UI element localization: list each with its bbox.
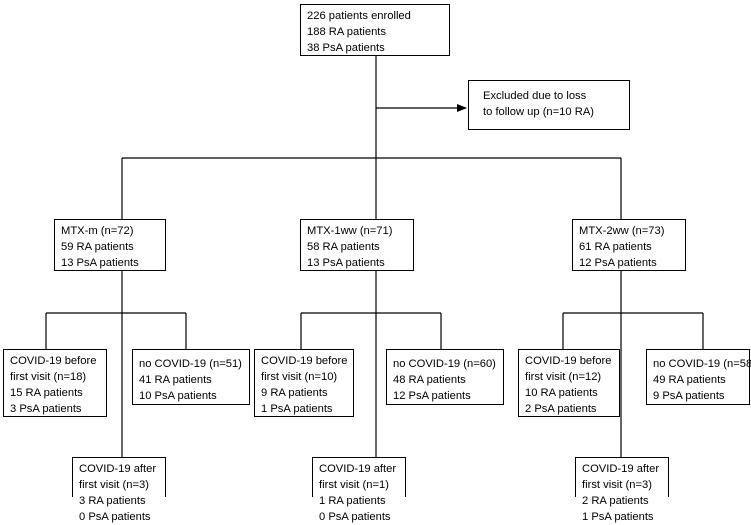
no-covid-line: no COVID-19 (n=58) bbox=[653, 358, 751, 370]
no-covid-line: 49 RA patients bbox=[653, 374, 726, 386]
group-header-box: MTX-1ww (n=71) 58 RA patients 13 PsA pat… bbox=[300, 219, 414, 271]
covid-after-line: first visit (n=1) bbox=[319, 479, 389, 491]
no-covid-line: 12 PsA patients bbox=[393, 390, 471, 402]
group-header-line: 59 RA patients bbox=[61, 241, 134, 253]
covid-after-line: first visit (n=3) bbox=[582, 479, 652, 491]
excluded-line-2: to follow up (n=10 RA) bbox=[483, 106, 595, 118]
enrolled-line-2: 188 RA patients bbox=[307, 26, 386, 38]
covid-after-line: COVID-19 after bbox=[79, 463, 157, 475]
covid-after-line: COVID-19 after bbox=[319, 463, 397, 475]
excluded-box: Excluded due to loss to follow up (n=10 … bbox=[468, 80, 630, 130]
covid-before-line: 9 RA patients bbox=[261, 387, 328, 399]
covid-before-line: 1 PsA patients bbox=[261, 403, 333, 415]
no-covid-line: 9 PsA patients bbox=[653, 390, 725, 402]
enrolled-box: 226 patients enrolled 188 RA patients 38… bbox=[300, 4, 450, 56]
no-covid-line: no COVID-19 (n=51) bbox=[139, 358, 242, 370]
covid-before-line: COVID-19 before bbox=[525, 355, 612, 367]
covid-before-line: first visit (n=18) bbox=[10, 371, 87, 383]
group-header-line: 13 PsA patients bbox=[61, 257, 139, 269]
covid-after-box: COVID-19 after first visit (n=1) 1 RA pa… bbox=[312, 457, 406, 523]
covid-after-box: COVID-19 after first visit (n=3) 2 RA pa… bbox=[575, 457, 669, 523]
covid-before-line: 10 RA patients bbox=[525, 387, 598, 399]
covid-before-line: first visit (n=12) bbox=[525, 371, 602, 383]
covid-after-line: 1 RA patients bbox=[319, 495, 386, 507]
group-header-box: MTX-m (n=72) 59 RA patients 13 PsA patie… bbox=[54, 219, 166, 271]
connector-lines bbox=[45, 55, 704, 458]
covid-before-box: COVID-19 before first visit (n=12) 10 RA… bbox=[518, 349, 620, 417]
covid-before-box: COVID-19 before first visit (n=10) 9 RA … bbox=[254, 349, 354, 417]
covid-after-line: COVID-19 after bbox=[582, 463, 660, 475]
covid-before-line: COVID-19 before bbox=[10, 355, 97, 367]
group-header-box: MTX-2ww (n=73) 61 RA patients 12 PsA pat… bbox=[572, 219, 686, 271]
no-covid-box: no COVID-19 (n=58) 49 RA patients 9 PsA … bbox=[646, 349, 751, 405]
covid-after-line: 2 RA patients bbox=[582, 495, 649, 507]
no-covid-line: 48 RA patients bbox=[393, 374, 466, 386]
covid-after-line: 3 RA patients bbox=[79, 495, 146, 507]
no-covid-line: no COVID-19 (n=60) bbox=[393, 358, 496, 370]
flowchart: 226 patients enrolled 188 RA patients 38… bbox=[3, 4, 751, 523]
enrolled-line-3: 38 PsA patients bbox=[307, 42, 385, 54]
group-header-line: MTX-2ww (n=73) bbox=[579, 225, 665, 237]
group-header-line: MTX-1ww (n=71) bbox=[307, 225, 393, 237]
excluded-line-1: Excluded due to loss bbox=[483, 90, 587, 102]
covid-after-line: 1 PsA patients bbox=[582, 511, 654, 523]
group-header-line: 61 RA patients bbox=[579, 241, 652, 253]
covid-after-line: 0 PsA patients bbox=[79, 511, 151, 523]
group-header-line: MTX-m (n=72) bbox=[61, 225, 134, 237]
enrolled-line-1: 226 patients enrolled bbox=[307, 10, 411, 22]
covid-before-line: 3 PsA patients bbox=[10, 403, 82, 415]
covid-before-line: 15 RA patients bbox=[10, 387, 83, 399]
no-covid-line: 41 RA patients bbox=[139, 374, 212, 386]
group-header-line: 13 PsA patients bbox=[307, 257, 385, 269]
covid-after-line: 0 PsA patients bbox=[319, 511, 391, 523]
no-covid-line: 10 PsA patients bbox=[139, 390, 217, 402]
covid-before-line: first visit (n=10) bbox=[261, 371, 338, 383]
group-header-line: 12 PsA patients bbox=[579, 257, 657, 269]
group-header-line: 58 RA patients bbox=[307, 241, 380, 253]
covid-before-box: COVID-19 before first visit (n=18) 15 RA… bbox=[3, 349, 107, 417]
no-covid-box: no COVID-19 (n=51) 41 RA patients 10 PsA… bbox=[132, 349, 250, 405]
covid-before-line: COVID-19 before bbox=[261, 355, 348, 367]
covid-after-line: first visit (n=3) bbox=[79, 479, 149, 491]
covid-after-box: COVID-19 after first visit (n=3) 3 RA pa… bbox=[72, 457, 166, 523]
no-covid-box: no COVID-19 (n=60) 48 RA patients 12 PsA… bbox=[386, 349, 504, 405]
covid-before-line: 2 PsA patients bbox=[525, 403, 597, 415]
